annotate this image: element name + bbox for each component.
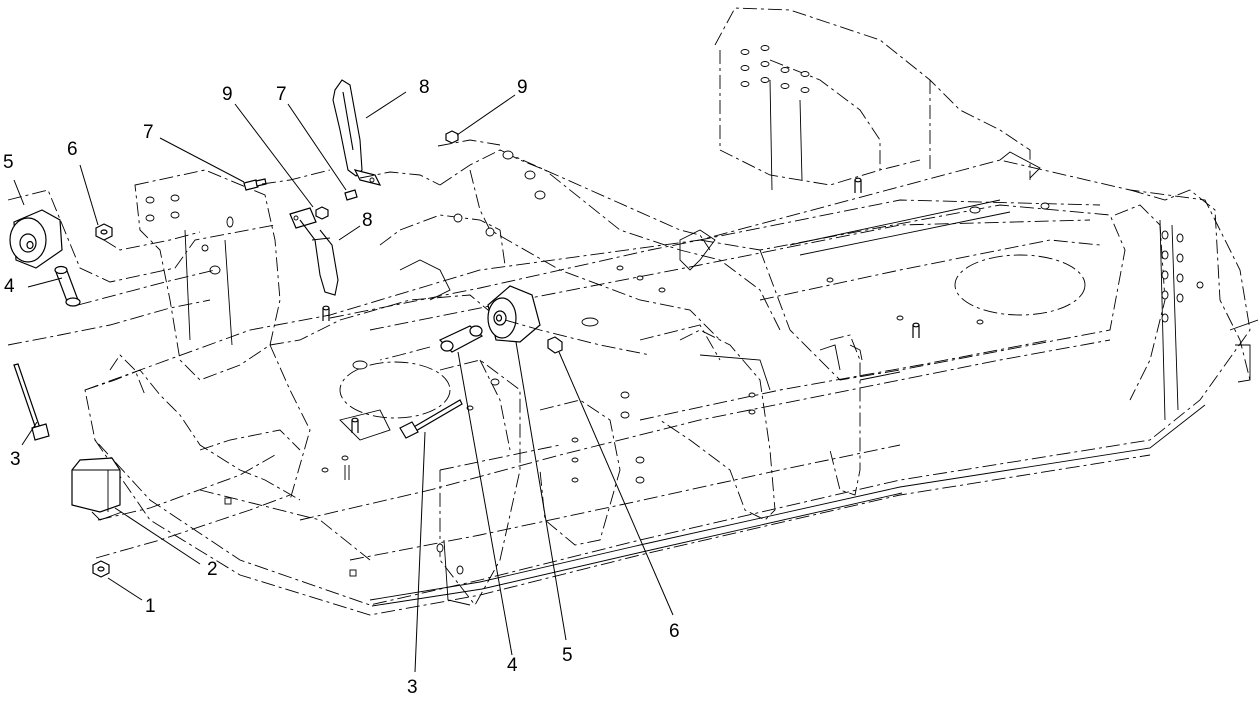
mower-deck [84,7,1258,616]
bolt-left [13,363,50,441]
bumper-block [71,457,123,521]
callout-6-bottom: 6 [669,621,680,642]
leader-lines [13,91,674,673]
nut-top [445,130,459,144]
callout-1: 1 [145,596,156,617]
callout-9-left: 9 [222,84,233,105]
callout-6-left: 6 [67,139,78,160]
roller-left [9,209,63,269]
callout-5-left: 5 [3,152,14,173]
callout-7-left: 7 [143,122,154,143]
callout-4-left: 4 [4,276,15,297]
left-roller-assembly [7,79,501,578]
nut-center [547,336,563,354]
callout-7-upper: 7 [276,84,287,105]
callout-2: 2 [207,559,218,580]
bolt-upper-mid [344,189,358,201]
center-roller-assembly [379,285,651,439]
callout-8-left: 8 [362,210,373,231]
bolt-center [399,399,463,439]
hitch-pin-upper [332,79,382,186]
callout-8-upper: 8 [419,77,430,98]
roller-center [487,285,541,343]
callout-5-bottom: 5 [562,645,573,666]
nut-left [95,223,113,241]
bolt-upper-left [243,178,267,191]
spacer-center [438,325,484,353]
hitch-pin-left [289,207,339,296]
callout-3-left: 3 [10,449,21,470]
spacer-left [54,265,81,307]
callout-3-bottom: 3 [407,677,418,698]
callout-4-bottom: 4 [507,655,518,676]
nut-upper-left [315,206,329,220]
nut-bottom [92,560,110,578]
callout-labels: 5 6 7 9 7 8 9 8 4 3 2 1 3 4 5 6 [3,77,680,698]
callout-9-upper: 9 [517,77,528,98]
